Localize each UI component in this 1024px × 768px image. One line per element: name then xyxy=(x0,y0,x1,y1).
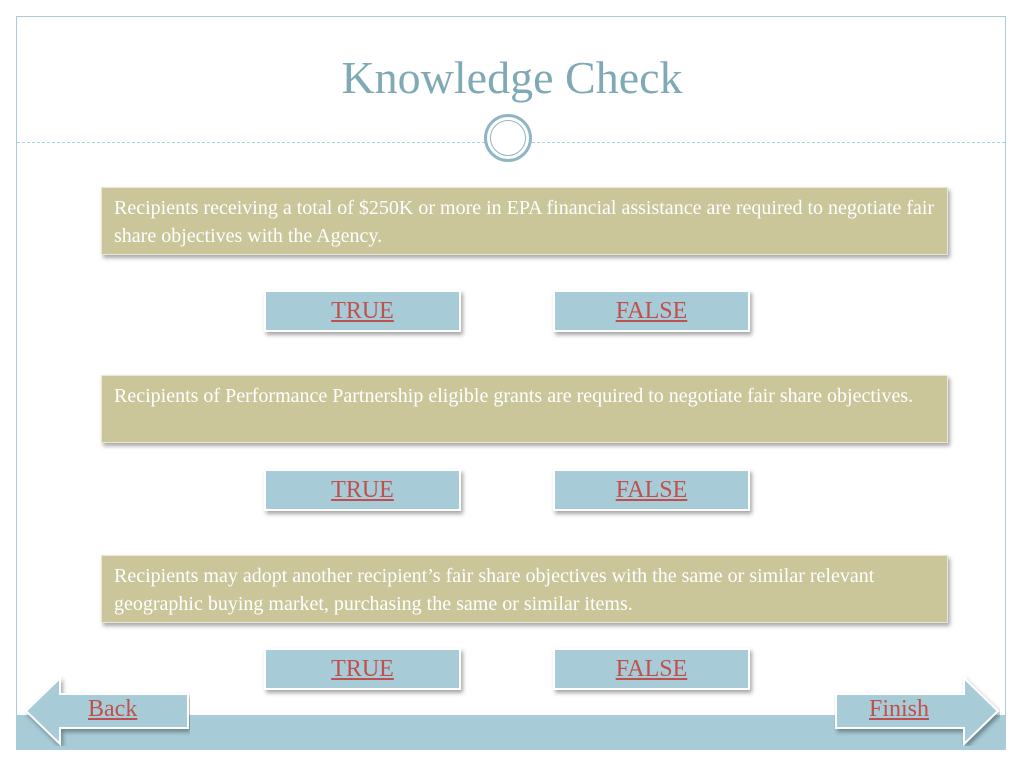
question-1-text: Recipients receiving a total of $250K or… xyxy=(101,187,948,255)
back-label[interactable]: Back xyxy=(88,696,138,722)
divider-circle-ornament xyxy=(484,114,532,162)
question-1-false-button[interactable]: FALSE xyxy=(553,290,750,332)
question-3-true-button[interactable]: TRUE xyxy=(264,648,461,690)
question-2-text: Recipients of Performance Partnership el… xyxy=(101,375,948,443)
question-2-false-button[interactable]: FALSE xyxy=(553,469,750,511)
back-arrow-icon xyxy=(24,676,189,746)
question-2-true-button[interactable]: TRUE xyxy=(264,469,461,511)
back-button[interactable]: Back xyxy=(24,676,190,746)
finish-button[interactable]: Finish xyxy=(834,676,1000,746)
page-title: Knowledge Check xyxy=(341,52,683,103)
finish-arrow-icon xyxy=(835,676,1000,746)
question-3-false-button[interactable]: FALSE xyxy=(553,648,750,690)
question-3-text: Recipients may adopt another recipient’s… xyxy=(101,555,948,623)
question-1-true-button[interactable]: TRUE xyxy=(264,290,461,332)
finish-label[interactable]: Finish xyxy=(869,696,930,722)
